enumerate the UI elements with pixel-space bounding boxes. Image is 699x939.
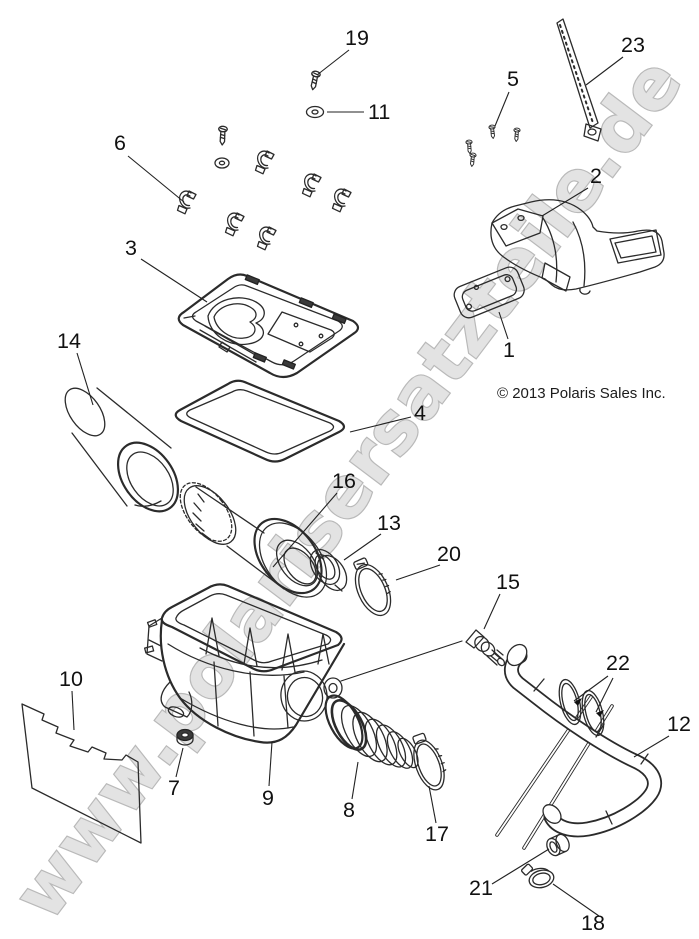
callout-label-14: 14 — [57, 329, 81, 353]
callout-label-15: 15 — [496, 570, 520, 594]
part-seal-4 — [174, 379, 346, 463]
callout-label-4: 4 — [414, 401, 426, 425]
callout-17: 17 — [425, 785, 449, 846]
part-screw-19 — [217, 69, 322, 146]
part-gasket-1 — [453, 266, 525, 319]
callout-label-8: 8 — [343, 798, 355, 822]
callout-10: 10 — [59, 667, 83, 731]
callout-label-23: 23 — [621, 33, 645, 57]
callout-label-22: 22 — [606, 651, 630, 675]
callout-label-3: 3 — [125, 236, 137, 260]
callout-3: 3 — [125, 236, 208, 303]
callout-9: 9 — [262, 741, 274, 810]
callout-15: 15 — [483, 570, 520, 630]
part-duct-2 — [490, 199, 665, 295]
part-airbox-9 — [143, 583, 346, 744]
callout-6: 6 — [114, 131, 185, 203]
callout-5: 5 — [494, 67, 519, 127]
callout-label-11: 11 — [368, 100, 390, 124]
callout-4: 4 — [349, 401, 426, 433]
callout-label-1: 1 — [503, 338, 515, 362]
part-clamp-20 — [353, 557, 392, 617]
callout-18: 18 — [552, 883, 605, 935]
callout-label-5: 5 — [507, 67, 519, 91]
part-cover-3 — [177, 273, 360, 379]
callout-22: 22 — [573, 651, 630, 717]
callout-label-18: 18 — [581, 911, 605, 935]
part-clamp-18 — [520, 863, 555, 889]
part-foam-tube-14 — [64, 387, 180, 513]
callout-label-2: 2 — [590, 164, 602, 188]
callout-1: 1 — [498, 311, 515, 362]
part-boot-8 — [324, 694, 419, 769]
part-nut-7 — [176, 728, 194, 746]
callout-13: 13 — [343, 511, 401, 561]
callout-14: 14 — [57, 329, 94, 406]
part-rod-23 — [556, 18, 602, 142]
callout-23: 23 — [585, 33, 645, 86]
part-clamp-17 — [412, 732, 447, 791]
callouts: 19 11 6 5 23 2 1 3 — [57, 26, 691, 935]
callout-label-9: 9 — [262, 786, 274, 810]
callout-label-16: 16 — [332, 469, 356, 493]
callout-label-7: 7 — [168, 776, 180, 800]
part-washer-11 — [214, 105, 325, 169]
callout-8: 8 — [343, 761, 359, 822]
callout-label-20: 20 — [437, 542, 461, 566]
part-fitting-15 — [340, 629, 506, 682]
callout-label-19: 19 — [345, 26, 369, 50]
callout-7: 7 — [168, 747, 184, 800]
callout-11: 11 — [327, 100, 390, 124]
copyright-text: © 2013 Polaris Sales Inc. — [497, 385, 666, 402]
callout-19: 19 — [316, 26, 369, 76]
part-pad-10 — [21, 703, 142, 844]
callout-label-10: 10 — [59, 667, 83, 691]
callout-label-17: 17 — [425, 822, 449, 846]
part-screws-5 — [465, 124, 521, 168]
callout-label-21: 21 — [469, 876, 493, 900]
callout-label-6: 6 — [114, 131, 126, 155]
callout-12: 12 — [633, 712, 691, 758]
callout-21: 21 — [469, 848, 550, 900]
callout-label-13: 13 — [377, 511, 401, 535]
part-clamp-6 — [176, 150, 352, 251]
callout-2: 2 — [541, 164, 602, 217]
callout-20: 20 — [395, 542, 461, 581]
callout-label-12: 12 — [667, 712, 691, 736]
part-filter-16 — [179, 482, 328, 598]
part-hose-12 — [495, 643, 662, 850]
callout-16: 16 — [272, 469, 356, 568]
part-ring-13 — [309, 548, 348, 592]
